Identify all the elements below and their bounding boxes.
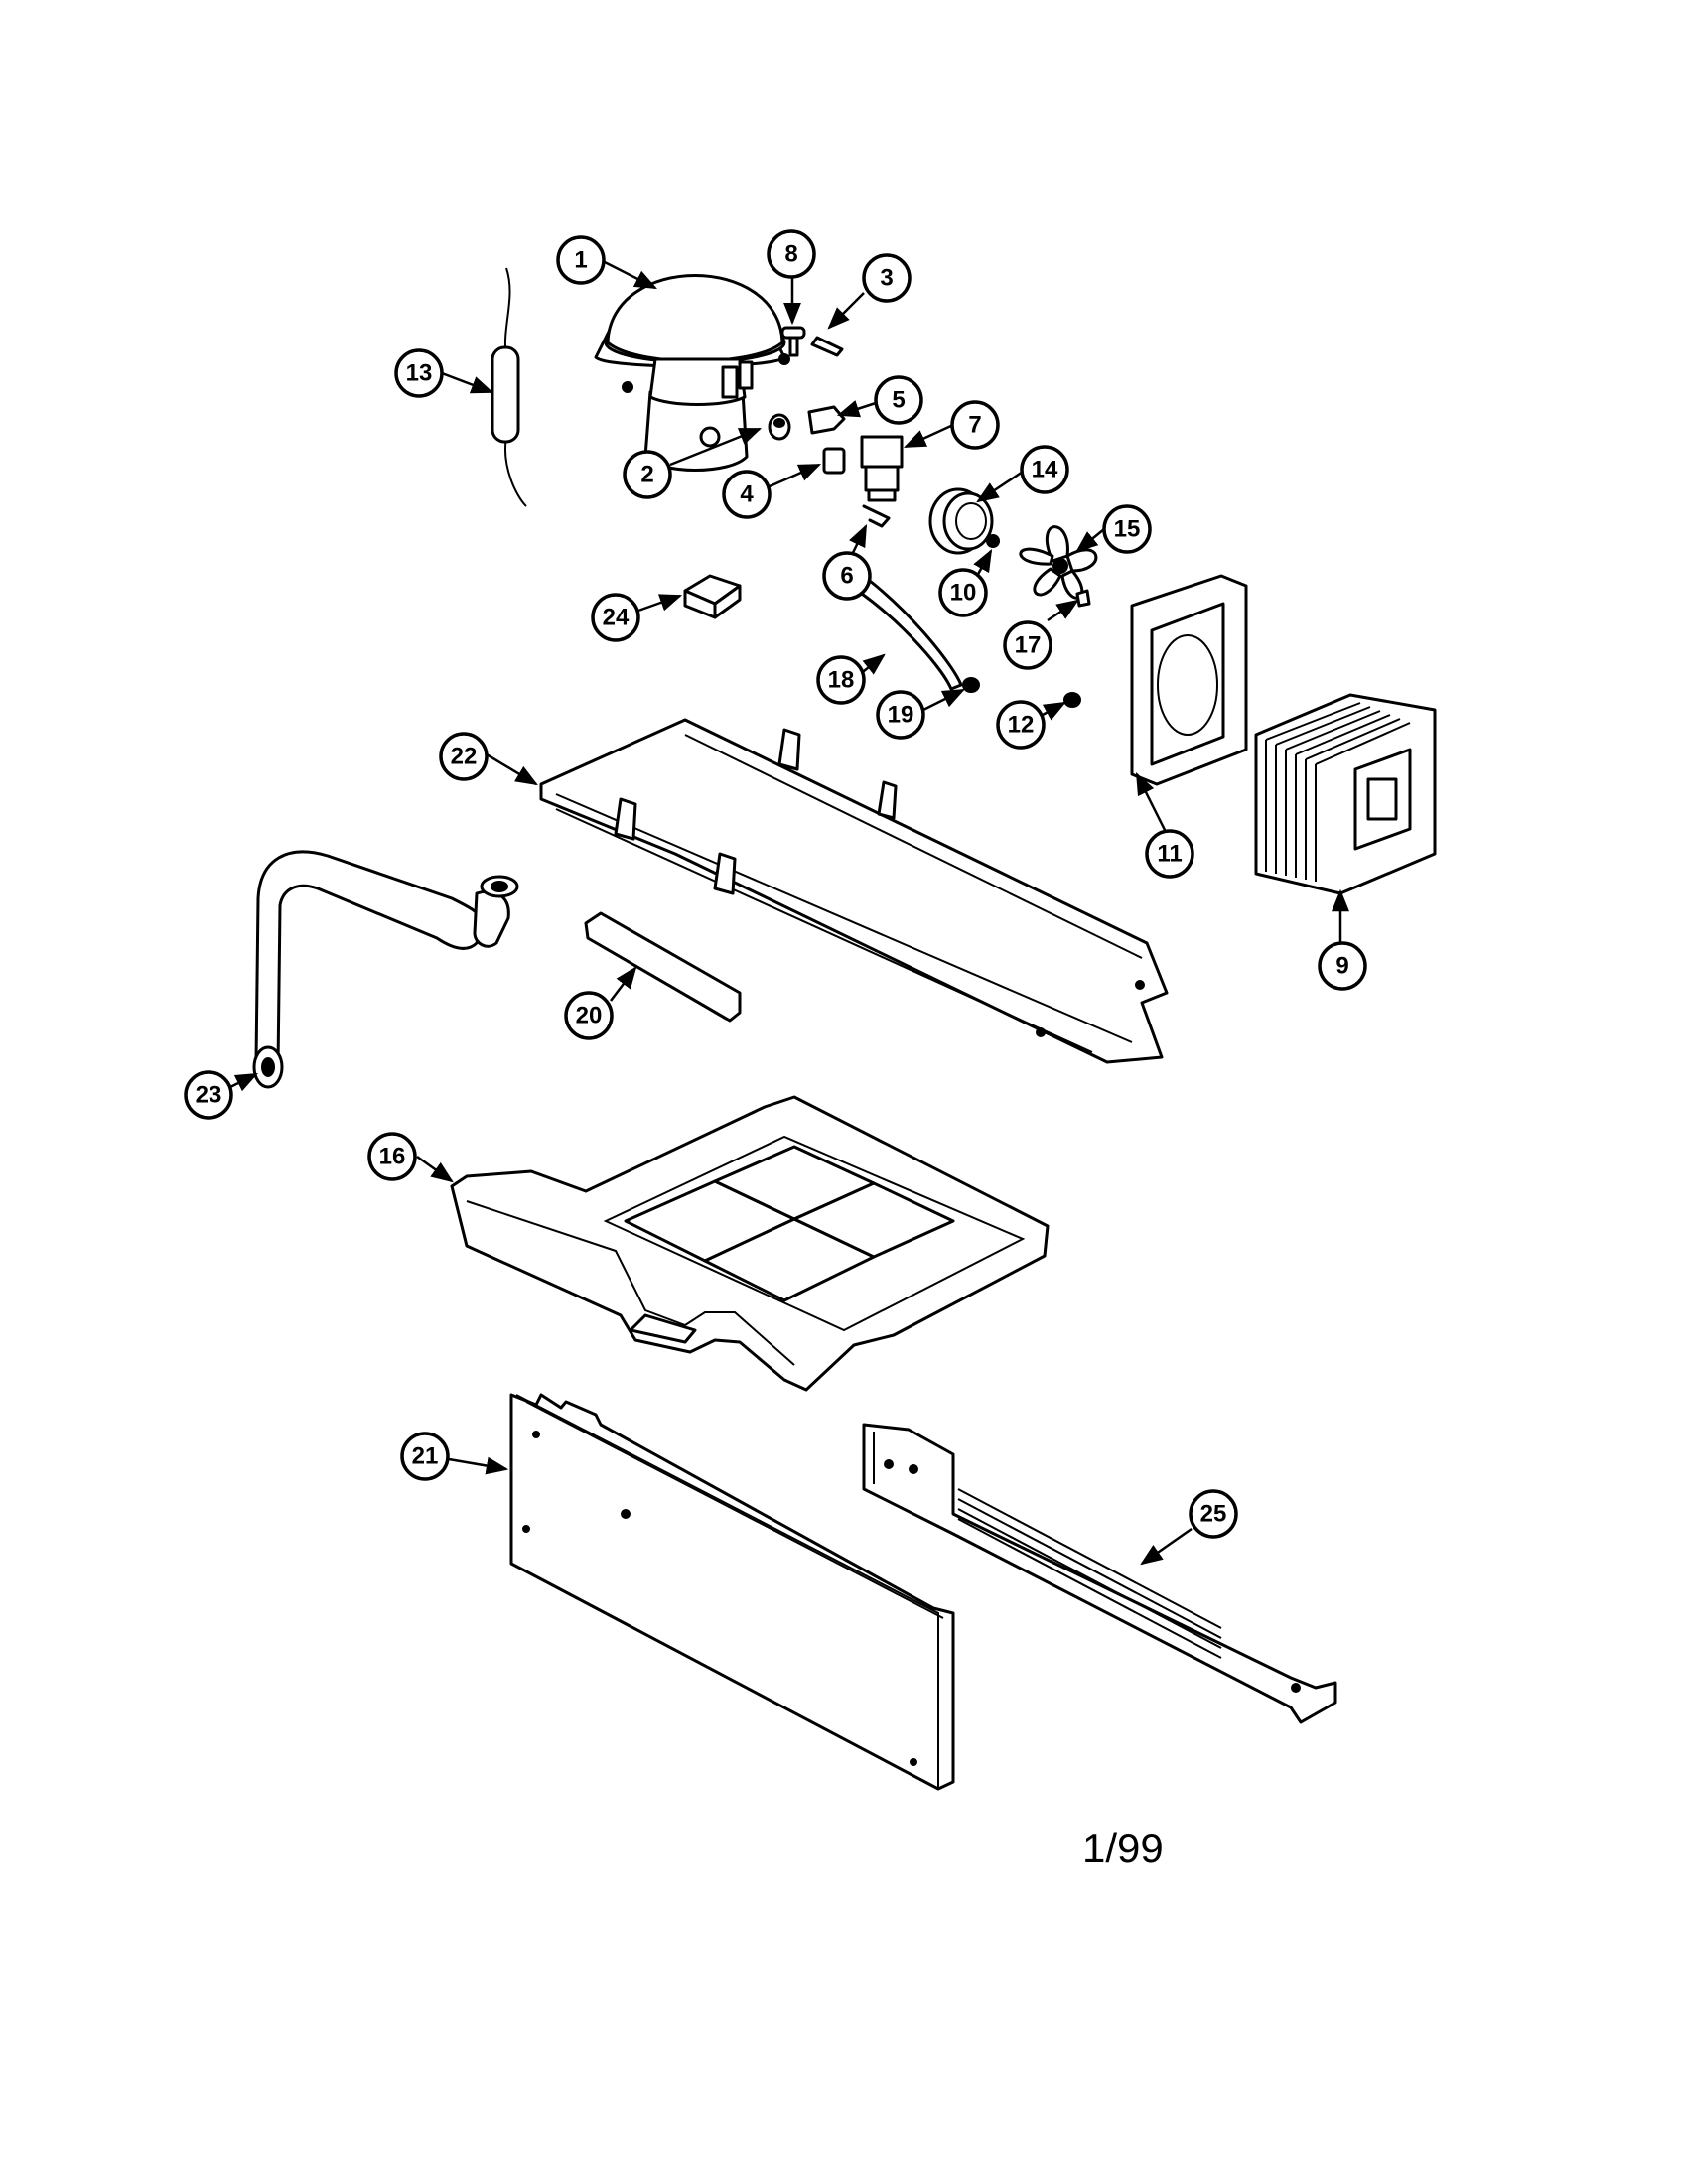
- svg-text:16: 16: [379, 1144, 406, 1170]
- callout-6: 6: [822, 551, 872, 601]
- callout-3: 3: [862, 253, 912, 303]
- base-panel-part: [539, 718, 1169, 1064]
- callout-23: 23: [184, 1070, 233, 1120]
- callout-22: 22: [439, 732, 489, 781]
- drain-pan-part: [450, 1095, 1050, 1392]
- relay-part: [860, 435, 904, 502]
- leader-lines: [229, 258, 1349, 1566]
- front-panel-part: [509, 1393, 955, 1791]
- clip-part: [810, 336, 844, 357]
- callout-20: 20: [564, 991, 614, 1040]
- fan-shroud-part: [1130, 574, 1248, 786]
- callout-15: 15: [1102, 504, 1152, 554]
- overload-part: [822, 447, 846, 475]
- callout-21: 21: [400, 1432, 450, 1481]
- svg-text:11: 11: [1157, 841, 1182, 868]
- svg-text:22: 22: [451, 744, 478, 770]
- svg-text:15: 15: [1114, 516, 1141, 543]
- fan-motor-part: [928, 487, 994, 555]
- drain-tube-part: [252, 850, 519, 1089]
- callout-18: 18: [816, 655, 866, 705]
- svg-text:9: 9: [1335, 953, 1348, 980]
- callout-17: 17: [1003, 620, 1052, 670]
- relay-clip-part: [862, 504, 891, 528]
- callout-7: 7: [950, 400, 1000, 450]
- callout-24: 24: [591, 593, 640, 642]
- callout-2: 2: [623, 450, 672, 499]
- callout-4: 4: [722, 470, 772, 519]
- callout-25: 25: [1189, 1489, 1238, 1539]
- svg-text:6: 6: [840, 563, 853, 590]
- svg-text:14: 14: [1032, 457, 1058, 483]
- switch-part: [683, 574, 742, 619]
- callout-16: 16: [367, 1132, 417, 1181]
- svg-text:20: 20: [576, 1003, 603, 1029]
- svg-text:2: 2: [640, 462, 653, 488]
- strap-nut-part: [962, 677, 980, 693]
- svg-text:18: 18: [828, 667, 855, 694]
- drier-part: [491, 267, 527, 507]
- callout-1: 1: [556, 235, 606, 285]
- small-bracket-part: [1075, 589, 1091, 608]
- grille-part: [862, 1423, 1337, 1724]
- svg-text:7: 7: [968, 412, 981, 439]
- callout-9: 9: [1318, 941, 1367, 991]
- compressor-part: [594, 274, 790, 472]
- callout-5: 5: [874, 375, 923, 425]
- svg-text:5: 5: [892, 387, 905, 414]
- svg-text:10: 10: [950, 580, 977, 607]
- svg-text:24: 24: [603, 605, 630, 631]
- channel-part: [584, 911, 742, 1023]
- svg-text:19: 19: [888, 702, 914, 729]
- callout-11: 11: [1145, 829, 1194, 879]
- callout-8: 8: [767, 229, 816, 279]
- svg-text:12: 12: [1008, 712, 1035, 739]
- svg-text:1: 1: [574, 247, 587, 274]
- callout-19: 19: [876, 690, 925, 740]
- fan-blade-part: [1019, 525, 1098, 600]
- screw-part: [780, 326, 806, 357]
- svg-text:3: 3: [880, 265, 893, 292]
- callout-12: 12: [996, 700, 1046, 750]
- svg-text:8: 8: [784, 241, 797, 268]
- svg-text:13: 13: [406, 360, 433, 387]
- callout-13: 13: [394, 348, 444, 398]
- callout-10: 10: [938, 568, 988, 617]
- svg-text:21: 21: [412, 1443, 439, 1470]
- svg-text:25: 25: [1200, 1501, 1227, 1528]
- grommet-part: [768, 413, 791, 441]
- terminal-cover-part: [807, 405, 846, 435]
- condenser-part: [1254, 693, 1437, 895]
- svg-text:23: 23: [196, 1082, 222, 1109]
- nut-part: [986, 534, 1000, 548]
- svg-text:17: 17: [1015, 632, 1042, 659]
- date-code: 1/99: [1082, 1825, 1164, 1871]
- svg-text:4: 4: [740, 481, 754, 508]
- shroud-nut-part: [1063, 692, 1081, 708]
- callout-14: 14: [1020, 445, 1069, 494]
